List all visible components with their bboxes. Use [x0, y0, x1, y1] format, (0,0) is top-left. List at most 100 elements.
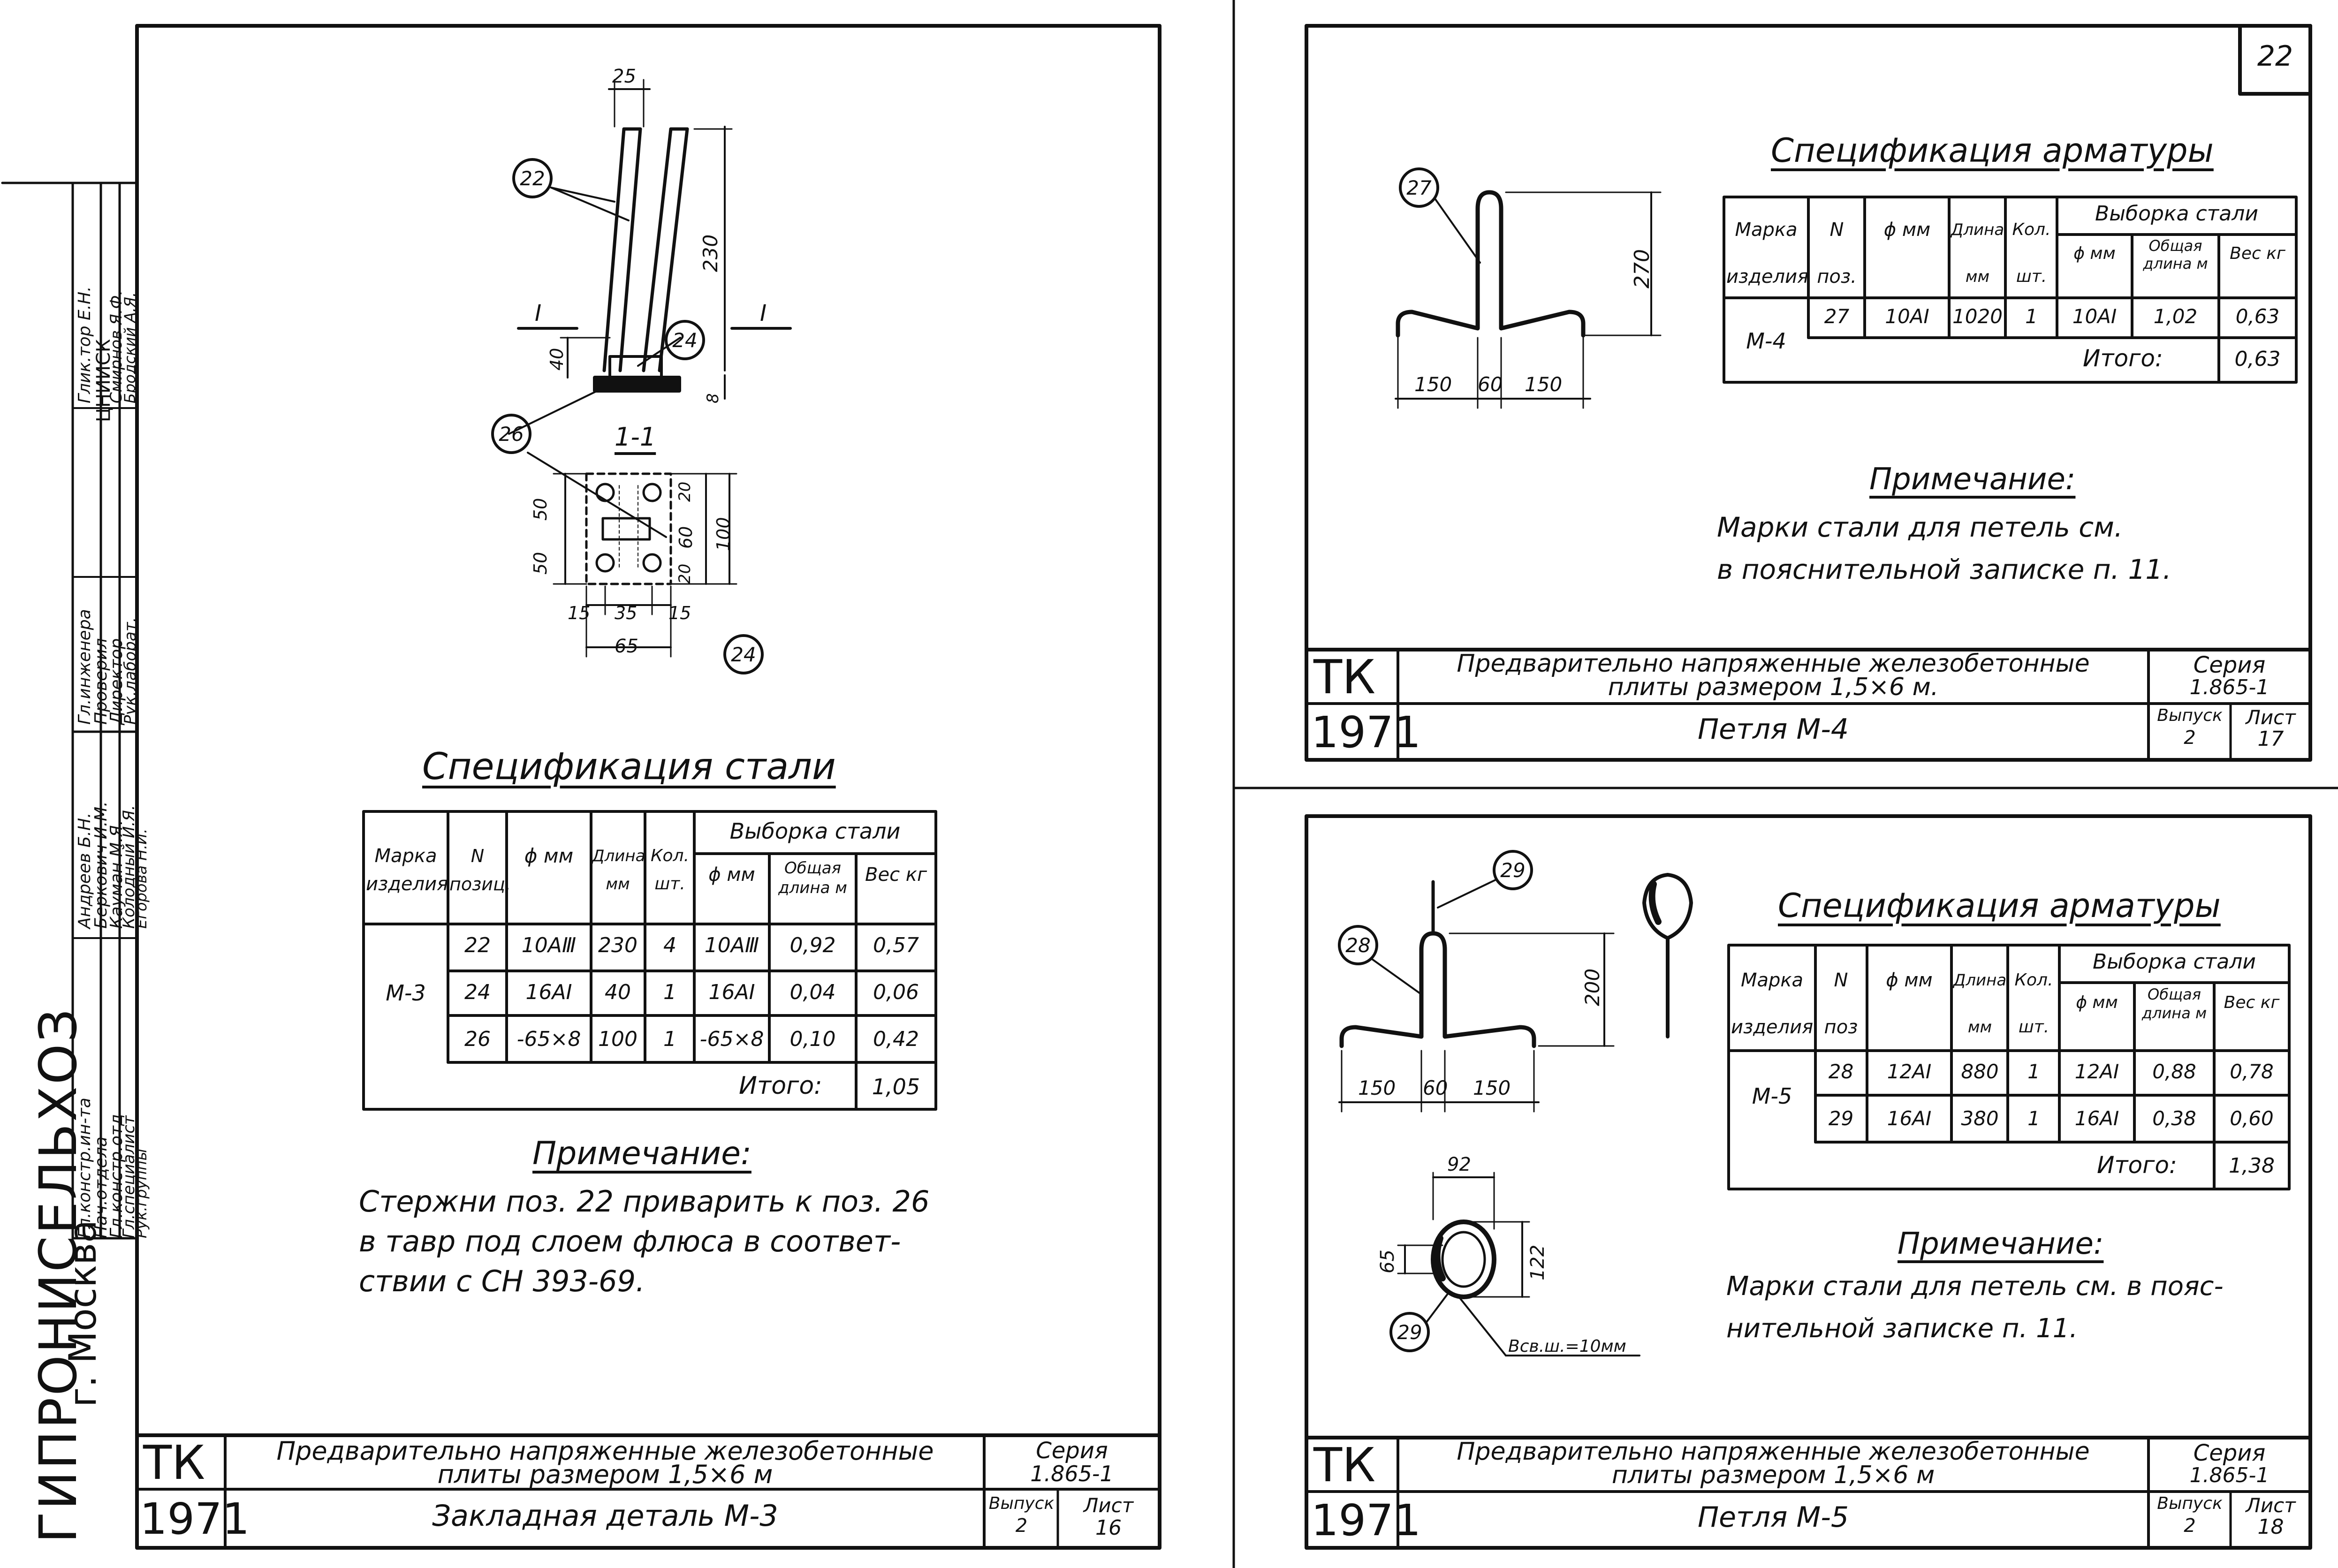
stamp-name-label: Глик.тор Е.Н. [75, 286, 94, 403]
dim-35: 35 [615, 603, 638, 623]
dim-label: 8 [704, 393, 722, 403]
cell-sel-total: 0,04 [789, 980, 836, 1004]
rt-note-line-1: в пояснительной записке п. 11. [1717, 553, 2171, 585]
cell-qty: 1 [663, 980, 676, 1004]
rb-hdr-sel-total: Общая длина м [2141, 985, 2207, 1022]
rt-hdr-pos: N поз. [1817, 219, 1857, 288]
rb-note-title: Примечание: [1898, 1227, 2104, 1261]
dim-100: 100 [713, 517, 734, 551]
left-tb-series-label: Серия [1036, 1438, 1108, 1464]
cell-sel-weight: 0,60 [2230, 1107, 2274, 1130]
section-title: 1-1 [615, 422, 656, 452]
cell-len: 880 [1961, 1060, 1999, 1083]
dim-label: 60 [676, 526, 696, 549]
left-sheet-frame [135, 24, 1161, 1550]
rt-hdr-len: Длина мм [1951, 220, 2004, 286]
dim-8: 8 [704, 393, 722, 403]
dim-20a: 20 [676, 482, 694, 502]
rb-tb-title-1: Предварительно напряженные железобетонны… [1457, 1438, 2090, 1466]
cell-phi: 12АI [1887, 1060, 1932, 1083]
weld-note: Всв.ш.=10мм [1508, 1337, 1626, 1356]
dim-20b: 20 [676, 564, 694, 584]
dim-150a-bot: 150 [1358, 1076, 1396, 1099]
rb-spec-total-label: Итого: [2097, 1151, 2177, 1179]
rb-tb-sheet-label: Лист [2246, 1494, 2296, 1517]
dim-270: 270 [1630, 249, 1654, 288]
cell-sel-total: 0,38 [2152, 1107, 2196, 1130]
cell-pos: 24 [464, 980, 491, 1004]
cell-pos: 22 [464, 933, 491, 957]
rb-tb-sheet: 18 [2257, 1515, 2284, 1539]
hdr-sel-total: Общая длина м [778, 859, 847, 897]
rb-hdr-sel-weight: Вес кг [2224, 993, 2280, 1012]
rt-tb-tk: ТК [1313, 650, 1376, 704]
right-bottom-frame [1305, 814, 2312, 1550]
left-tb-series: 1.865-1 [1030, 1461, 1114, 1486]
cell-sel-total: 1,02 [2153, 305, 2198, 328]
hdr-pos: N позиц. [449, 846, 511, 894]
dim-label: 65 [1377, 1250, 1398, 1273]
cell-pos: 28 [1828, 1060, 1854, 1083]
pos-26-bubble [491, 414, 531, 454]
rt-hdr-sel-total: Общая длина м [2143, 237, 2208, 273]
cell-qty: 1 [2025, 305, 2038, 328]
left-tb-sheet: 16 [1095, 1516, 1122, 1540]
dim-40: 40 [547, 348, 567, 371]
rb-tb-series-label: Серия [2193, 1440, 2266, 1466]
rb-tb-tk: ТК [1313, 1438, 1376, 1492]
cell-pos: 26 [464, 1027, 491, 1051]
pos-29b-label: 29 [1397, 1321, 1422, 1344]
dim-50a: 50 [530, 498, 551, 521]
rb-tb-issue: 2 [2184, 1515, 2196, 1537]
pos-27-bubble [1399, 167, 1439, 208]
rb-tb-issue-label: Выпуск [2157, 1494, 2223, 1513]
cell-sel-phi: 12АI [2074, 1060, 2119, 1083]
cell-pos: 29 [1828, 1107, 1854, 1130]
rt-tb-name: Петля М-4 [1697, 713, 1849, 746]
pos-22-label: 22 [520, 167, 545, 190]
stamp-name-label: Бродский А.Я. [121, 292, 139, 403]
dim-200: 200 [1581, 969, 1604, 1006]
rb-tb-series: 1.865-1 [2189, 1463, 2270, 1487]
section-mark-left: I [535, 300, 542, 326]
pos-29b-bubble [1389, 1312, 1430, 1352]
cell-sel-total: 0,10 [789, 1027, 836, 1051]
rt-tb-issue: 2 [2184, 727, 2196, 749]
dim-label: 50 [530, 552, 551, 575]
stamp-role-label: Рук.группы [132, 1149, 150, 1238]
rb-hdr-mark: Марка изделия [1731, 970, 1814, 1038]
cell-sel-total: 0,92 [789, 933, 836, 957]
pos-28-bubble [1338, 925, 1378, 965]
rb-tb-title-2: плиты размером 1,5×6 м [1611, 1461, 1935, 1489]
dim-25: 25 [612, 66, 636, 87]
pos-29-bubble [1493, 850, 1533, 890]
dim-15a: 15 [568, 603, 591, 623]
pos-24b-label: 24 [731, 643, 756, 666]
dim-label: 230 [699, 234, 722, 272]
hdr-phi: ϕ мм [524, 844, 574, 867]
stamp-role-4: Рук.группы [132, 1149, 150, 1238]
left-spec-mark: М-3 [386, 980, 426, 1006]
dim-150a-top: 150 [1414, 373, 1452, 396]
rt-tb-issue-label: Выпуск [2157, 706, 2223, 725]
rb-spec-total-value: 1,38 [2229, 1154, 2275, 1178]
page-number: 22 [2257, 40, 2293, 73]
left-tb-issue-label: Выпуск [988, 1494, 1055, 1513]
cell-sel-phi: 10АⅢ [704, 933, 759, 957]
stamp-city-name: г. Москва [61, 1220, 105, 1407]
cell-pos: 27 [1824, 305, 1850, 328]
hdr-qty: Кол. шт. [650, 846, 690, 894]
cell-phi: 10АI [1885, 305, 1929, 328]
dim-label: 20 [676, 563, 694, 584]
rt-hdr-phi: ϕ мм [1883, 219, 1931, 241]
left-note-title: Примечание: [532, 1135, 752, 1172]
cell-phi: 10АⅢ [521, 933, 577, 957]
rb-hdr-len: Длина мм [1953, 971, 2007, 1037]
left-tb-sheet-label: Лист [1083, 1494, 1134, 1517]
rt-note-line-0: Марки стали для петель см. [1717, 511, 2123, 543]
stamp-name-label: Егорова Н.И. [132, 828, 150, 929]
cell-sel-phi: 16АI [2074, 1107, 2119, 1130]
pos-22-bubble [512, 158, 553, 198]
rb-tb-name: Петля М-5 [1697, 1501, 1849, 1534]
section-mark-right: I [760, 300, 767, 326]
